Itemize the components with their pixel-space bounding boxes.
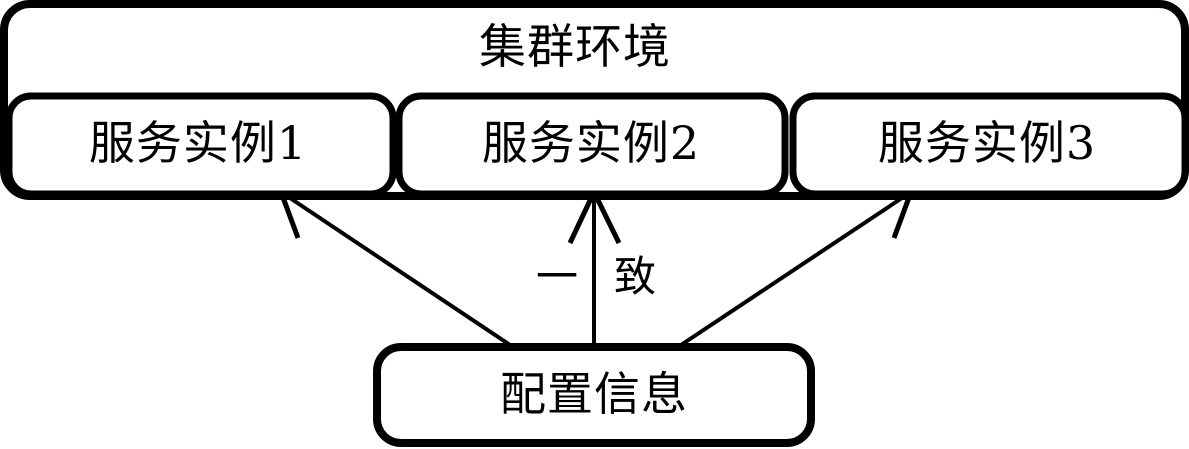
arrowhead-stroke-right <box>591 190 622 245</box>
edge-label-consistent-part2: 致 <box>614 252 656 301</box>
service-instance-1-box[interactable] <box>5 92 397 198</box>
config-info-box[interactable] <box>373 343 815 447</box>
connector-line <box>679 190 913 347</box>
edge-label-consistent-part1: 一 <box>536 252 578 301</box>
arrowhead-stroke-right <box>891 191 914 239</box>
service-instance-2-label: 服务实例2 <box>482 116 700 170</box>
connector-line <box>279 190 512 347</box>
cluster-environment-title: 集群环境 <box>479 20 671 75</box>
config-info-label: 配置信息 <box>500 367 688 421</box>
arrowhead-stroke-left <box>278 191 301 239</box>
service-instance-3-box[interactable] <box>789 92 1189 198</box>
service-instance-3-label: 服务实例3 <box>878 116 1096 170</box>
arrowhead-stroke-left <box>567 190 597 245</box>
connector-config-to-instance-2[interactable] <box>567 190 622 345</box>
service-instance-1-label: 服务实例1 <box>89 116 307 170</box>
connector-config-to-instance-3[interactable] <box>679 190 914 347</box>
connector-config-to-instance-1[interactable] <box>278 190 512 347</box>
